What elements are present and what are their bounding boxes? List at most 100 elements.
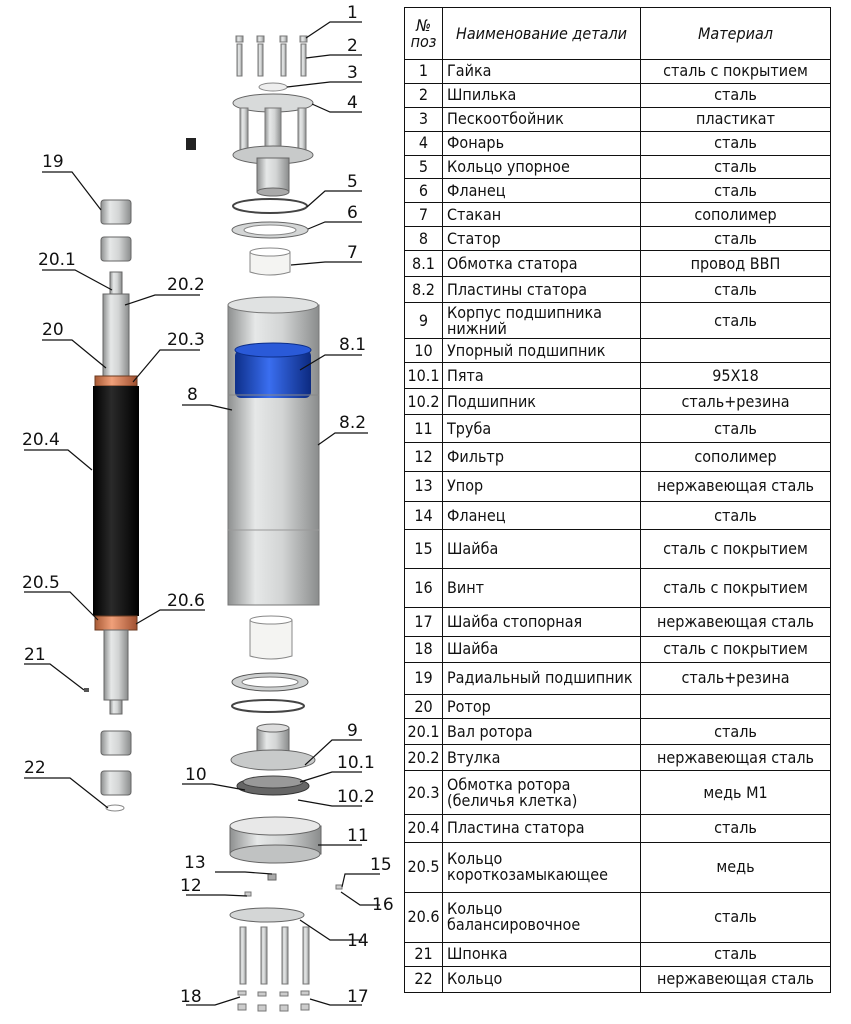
radial-bearing-lower-2 [100,770,132,796]
cell-material: сталь [640,414,831,444]
cell-name: Обмотка статора [442,250,641,278]
cell-num: 10.1 [404,361,443,390]
table-header-row: № поз Наименование детали Материал [404,7,831,60]
callout: 19 [42,152,64,172]
cell-num: 8 [404,226,443,252]
cell-name: Упорный подшипник [442,338,641,363]
cell-material: сталь+резина [640,388,831,416]
callout: 16 [372,895,394,915]
washer-15 [335,884,343,890]
cell-num: 18 [404,635,443,663]
cell-num: 22 [404,965,443,994]
cell-material: сталь с покрытием [640,635,831,663]
callout: 20.4 [22,430,60,450]
cell-material: сталь [640,226,831,252]
cell-name: Фланец [442,178,641,204]
rotor-ring-top [94,375,138,387]
cell-material: нержавеющая сталь [640,965,831,994]
cell-material: нержавеющая сталь [640,470,831,502]
stop-13 [267,873,277,881]
cell-num: 20.2 [404,744,443,772]
cell-material: сталь [640,718,831,746]
cell-num: 14 [404,500,443,531]
rotor-shaft-bottom [103,629,129,701]
cell-material: медь [640,841,831,893]
cell-name: Труба [442,414,641,444]
callout: 20.2 [167,275,205,295]
callout: 17 [347,987,369,1007]
cell-name: Шпилька [442,82,641,108]
col-header-name: Наименование детали [442,7,641,60]
callout: 12 [180,876,202,896]
cell-name: Обмотка ротора (беличья клетка) [442,770,641,815]
cell-material: сополимер [640,202,831,228]
cell-name: Шайба стопорная [442,607,641,637]
cell-num: 1 [404,59,443,84]
cell-material: сталь [640,500,831,531]
cell-name: Упор [442,470,641,502]
callout: 20.1 [38,250,76,270]
cell-num: 2 [404,82,443,108]
studs [235,35,308,77]
bottom-washers [237,990,310,1012]
callout: 13 [184,853,206,873]
cell-num: 16 [404,568,443,609]
cell-name: Фильтр [442,442,641,472]
callout: 8.2 [339,413,366,433]
cell-material: нержавеющая сталь [640,744,831,772]
callout: 3 [347,63,358,83]
callout: 6 [347,203,358,223]
col-header-num: № поз [404,7,443,60]
callout: 21 [24,645,46,665]
cell-num: 11 [404,414,443,444]
rotor-sleeve [102,293,130,377]
callout: 14 [347,931,369,951]
cell-name: Кольцо короткозамыкающее [442,841,641,893]
callout: 10.2 [337,787,375,807]
callout: 10.1 [337,753,375,773]
cell-num: 20.1 [404,718,443,746]
cell-num: 4 [404,130,443,156]
radial-bearing-lower [100,730,132,756]
cell-num: 5 [404,154,443,180]
cell-material: провод ВВП [640,250,831,278]
flange-14 [229,907,305,923]
cell-name: Пластины статора [442,276,641,304]
cell-material [640,694,831,720]
cell-name: Статор [442,226,641,252]
callout: 20.5 [22,573,60,593]
cell-name: Винт [442,568,641,609]
cell-name: Шпонка [442,941,641,967]
cell-num: 21 [404,941,443,967]
col-header-material: Материал [640,7,831,60]
rotor-ring-bottom [94,615,138,631]
cell-material: сталь [640,276,831,304]
thrust-ring [232,198,308,214]
cell-material: сталь [640,82,831,108]
cell-num: 20 [404,694,443,720]
callout: 9 [347,721,358,741]
thrust-ring-lower [231,699,305,713]
cell-material: медь М1 [640,770,831,815]
ring-22 [105,804,125,812]
rotor-assembly [84,199,139,812]
